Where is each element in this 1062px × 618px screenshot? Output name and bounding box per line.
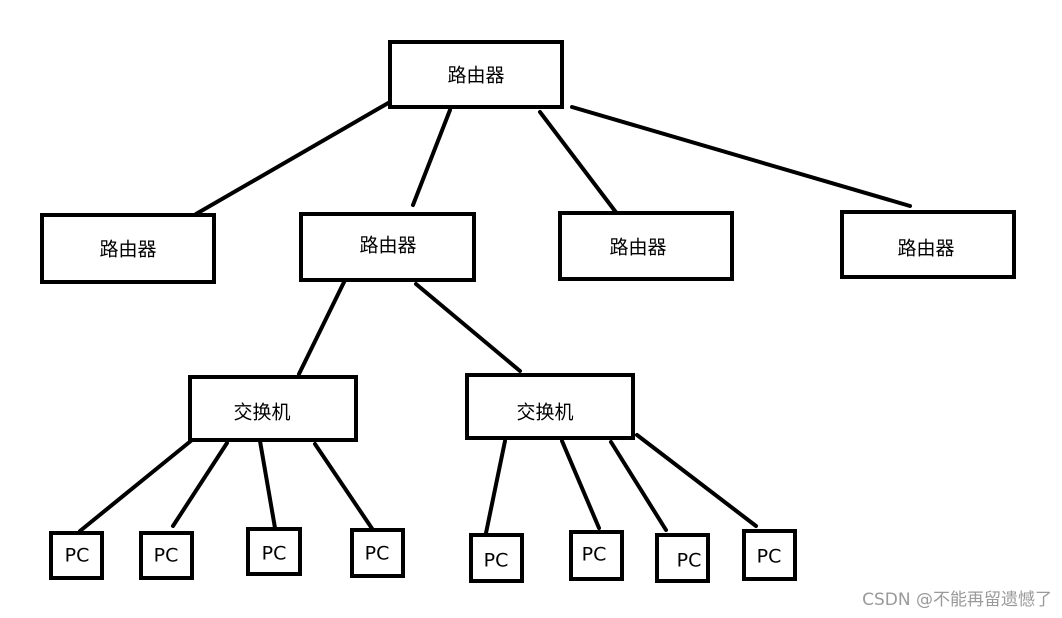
top-router-node: 路由器 [388, 40, 564, 109]
router-node-1: 路由器 [40, 213, 216, 284]
router-label-1: 路由器 [99, 239, 156, 261]
link-switch-2-to-pc-7 [609, 440, 668, 532]
link-switch-2-to-pc-5 [484, 439, 507, 535]
pc-box-1 [49, 531, 104, 580]
link-router-2-to-switch-2 [414, 282, 522, 373]
router-node-4: 路由器 [840, 210, 1016, 279]
pc-box-2 [139, 531, 194, 580]
links [78, 100, 912, 535]
link-top-router-to-router-3 [538, 110, 620, 217]
pc-box-5 [469, 533, 524, 583]
pc-label-8: PC [757, 546, 782, 568]
pc-node-5: PC [469, 533, 524, 583]
pc-box-6 [569, 530, 624, 581]
link-switch-2-to-pc-6 [560, 439, 601, 530]
router-label-2: 路由器 [359, 235, 416, 257]
pc-node-8: PC [742, 529, 797, 581]
pc-label-3: PC [262, 543, 287, 565]
router-box-1 [40, 213, 216, 284]
router-node-2: 路由器 [299, 212, 476, 282]
link-router-2-to-switch-1 [297, 276, 348, 376]
pc-node-4: PC [350, 528, 405, 578]
router-box-4 [840, 210, 1016, 279]
switch-box-2 [465, 373, 635, 440]
link-top-router-to-router-4 [570, 105, 912, 208]
router-label-4: 路由器 [897, 238, 954, 260]
router-label-3: 路由器 [609, 237, 666, 259]
top-router-box [388, 40, 564, 109]
switch-node-2: 交换机 [465, 373, 635, 440]
link-switch-2-to-pc-8 [635, 433, 758, 528]
switch-label-1: 交换机 [233, 402, 290, 424]
pc-label-6: PC [582, 544, 607, 566]
link-switch-1-to-pc-3 [258, 439, 277, 530]
pc-label-4: PC [365, 543, 390, 565]
pc-node-7: PC [655, 533, 710, 583]
pc-label-7: PC [677, 550, 702, 572]
pc-node-3: PC [246, 527, 302, 576]
router-node-3: 路由器 [558, 211, 734, 281]
pc-label-1: PC [65, 545, 90, 567]
router-box-2 [299, 212, 476, 282]
link-switch-1-to-pc-2 [171, 441, 229, 528]
pc-box-4 [350, 528, 405, 578]
pc-label-2: PC [154, 545, 179, 567]
csdn-watermark: CSDN @不能再留遗憾了 [862, 590, 1052, 610]
pc-node-1: PC [49, 531, 104, 580]
pc-node-6: PC [569, 530, 624, 581]
pc-box-7 [655, 533, 710, 583]
top-router-label: 路由器 [447, 65, 504, 87]
switch-box-1 [188, 375, 358, 442]
switch-node-1: 交换机 [188, 375, 358, 442]
pc-box-3 [246, 527, 302, 576]
switch-label-2: 交换机 [516, 402, 573, 424]
link-switch-1-to-pc-1 [78, 438, 194, 533]
link-switch-1-to-pc-4 [313, 442, 375, 532]
pc-box-8 [742, 529, 797, 581]
pc-node-2: PC [139, 531, 194, 580]
router-box-3 [558, 211, 734, 281]
pc-label-5: PC [484, 550, 509, 572]
link-top-router-to-router-1 [194, 100, 392, 216]
link-top-router-to-router-2 [411, 108, 452, 207]
